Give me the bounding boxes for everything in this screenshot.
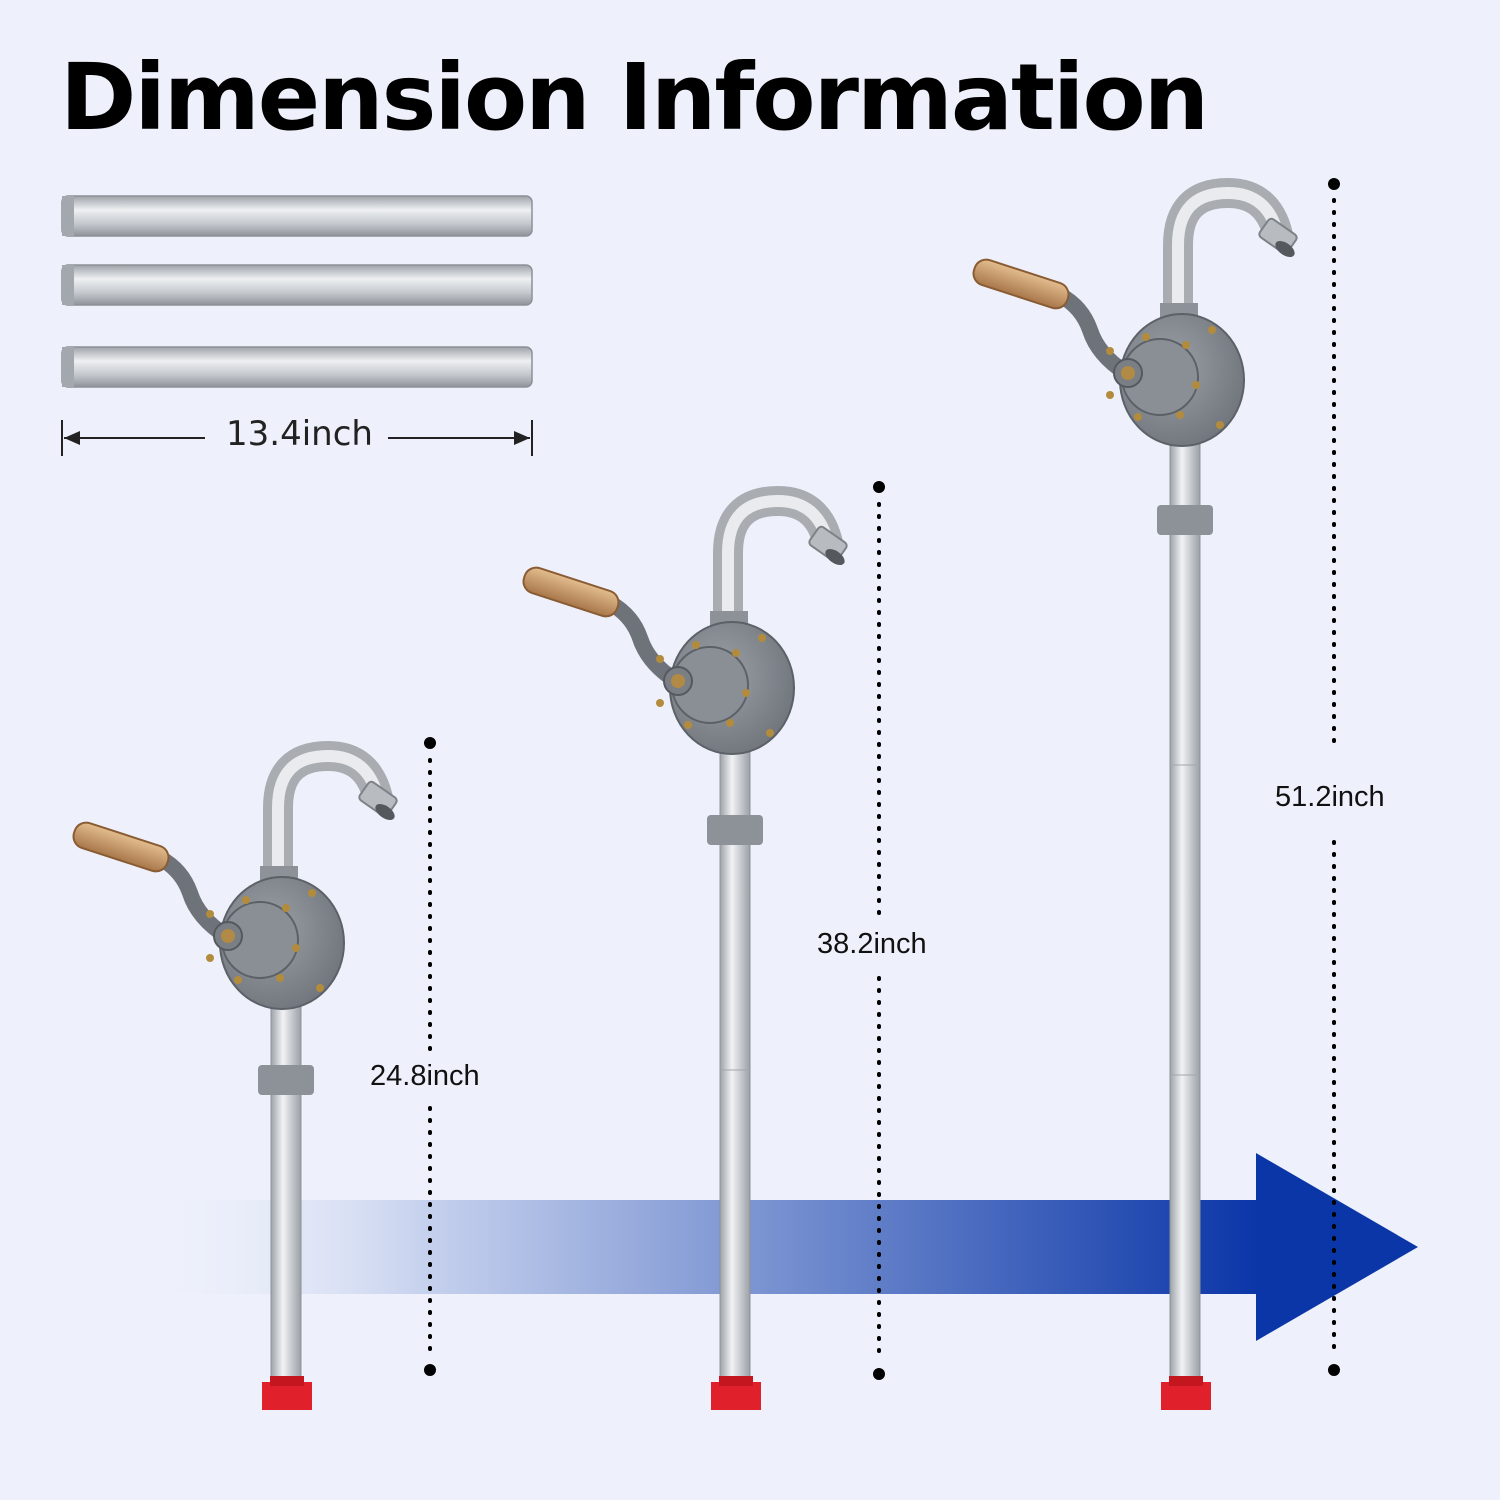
pipe-length-label: 13.4inch — [226, 414, 373, 454]
barrel-pump-icon — [970, 193, 1298, 1410]
page-title: Dimension Information — [60, 44, 1209, 151]
barrel-pump-icon — [520, 501, 848, 1410]
barrel-pump-icon — [70, 756, 398, 1410]
height-indicator-1 — [424, 737, 436, 1376]
pipe-length-dimension — [61, 420, 533, 456]
height-label-short: 24.8inch — [370, 1060, 480, 1092]
height-label-medium: 38.2inch — [817, 928, 927, 960]
growth-arrow-icon — [140, 1153, 1418, 1341]
extension-pipe-icon — [61, 346, 533, 388]
height-indicator-3 — [1328, 178, 1340, 1376]
height-label-tall: 51.2inch — [1275, 781, 1385, 813]
extension-pipe-icon — [61, 264, 533, 306]
height-indicator-2 — [873, 481, 885, 1380]
extension-pipe-icon — [61, 195, 533, 237]
